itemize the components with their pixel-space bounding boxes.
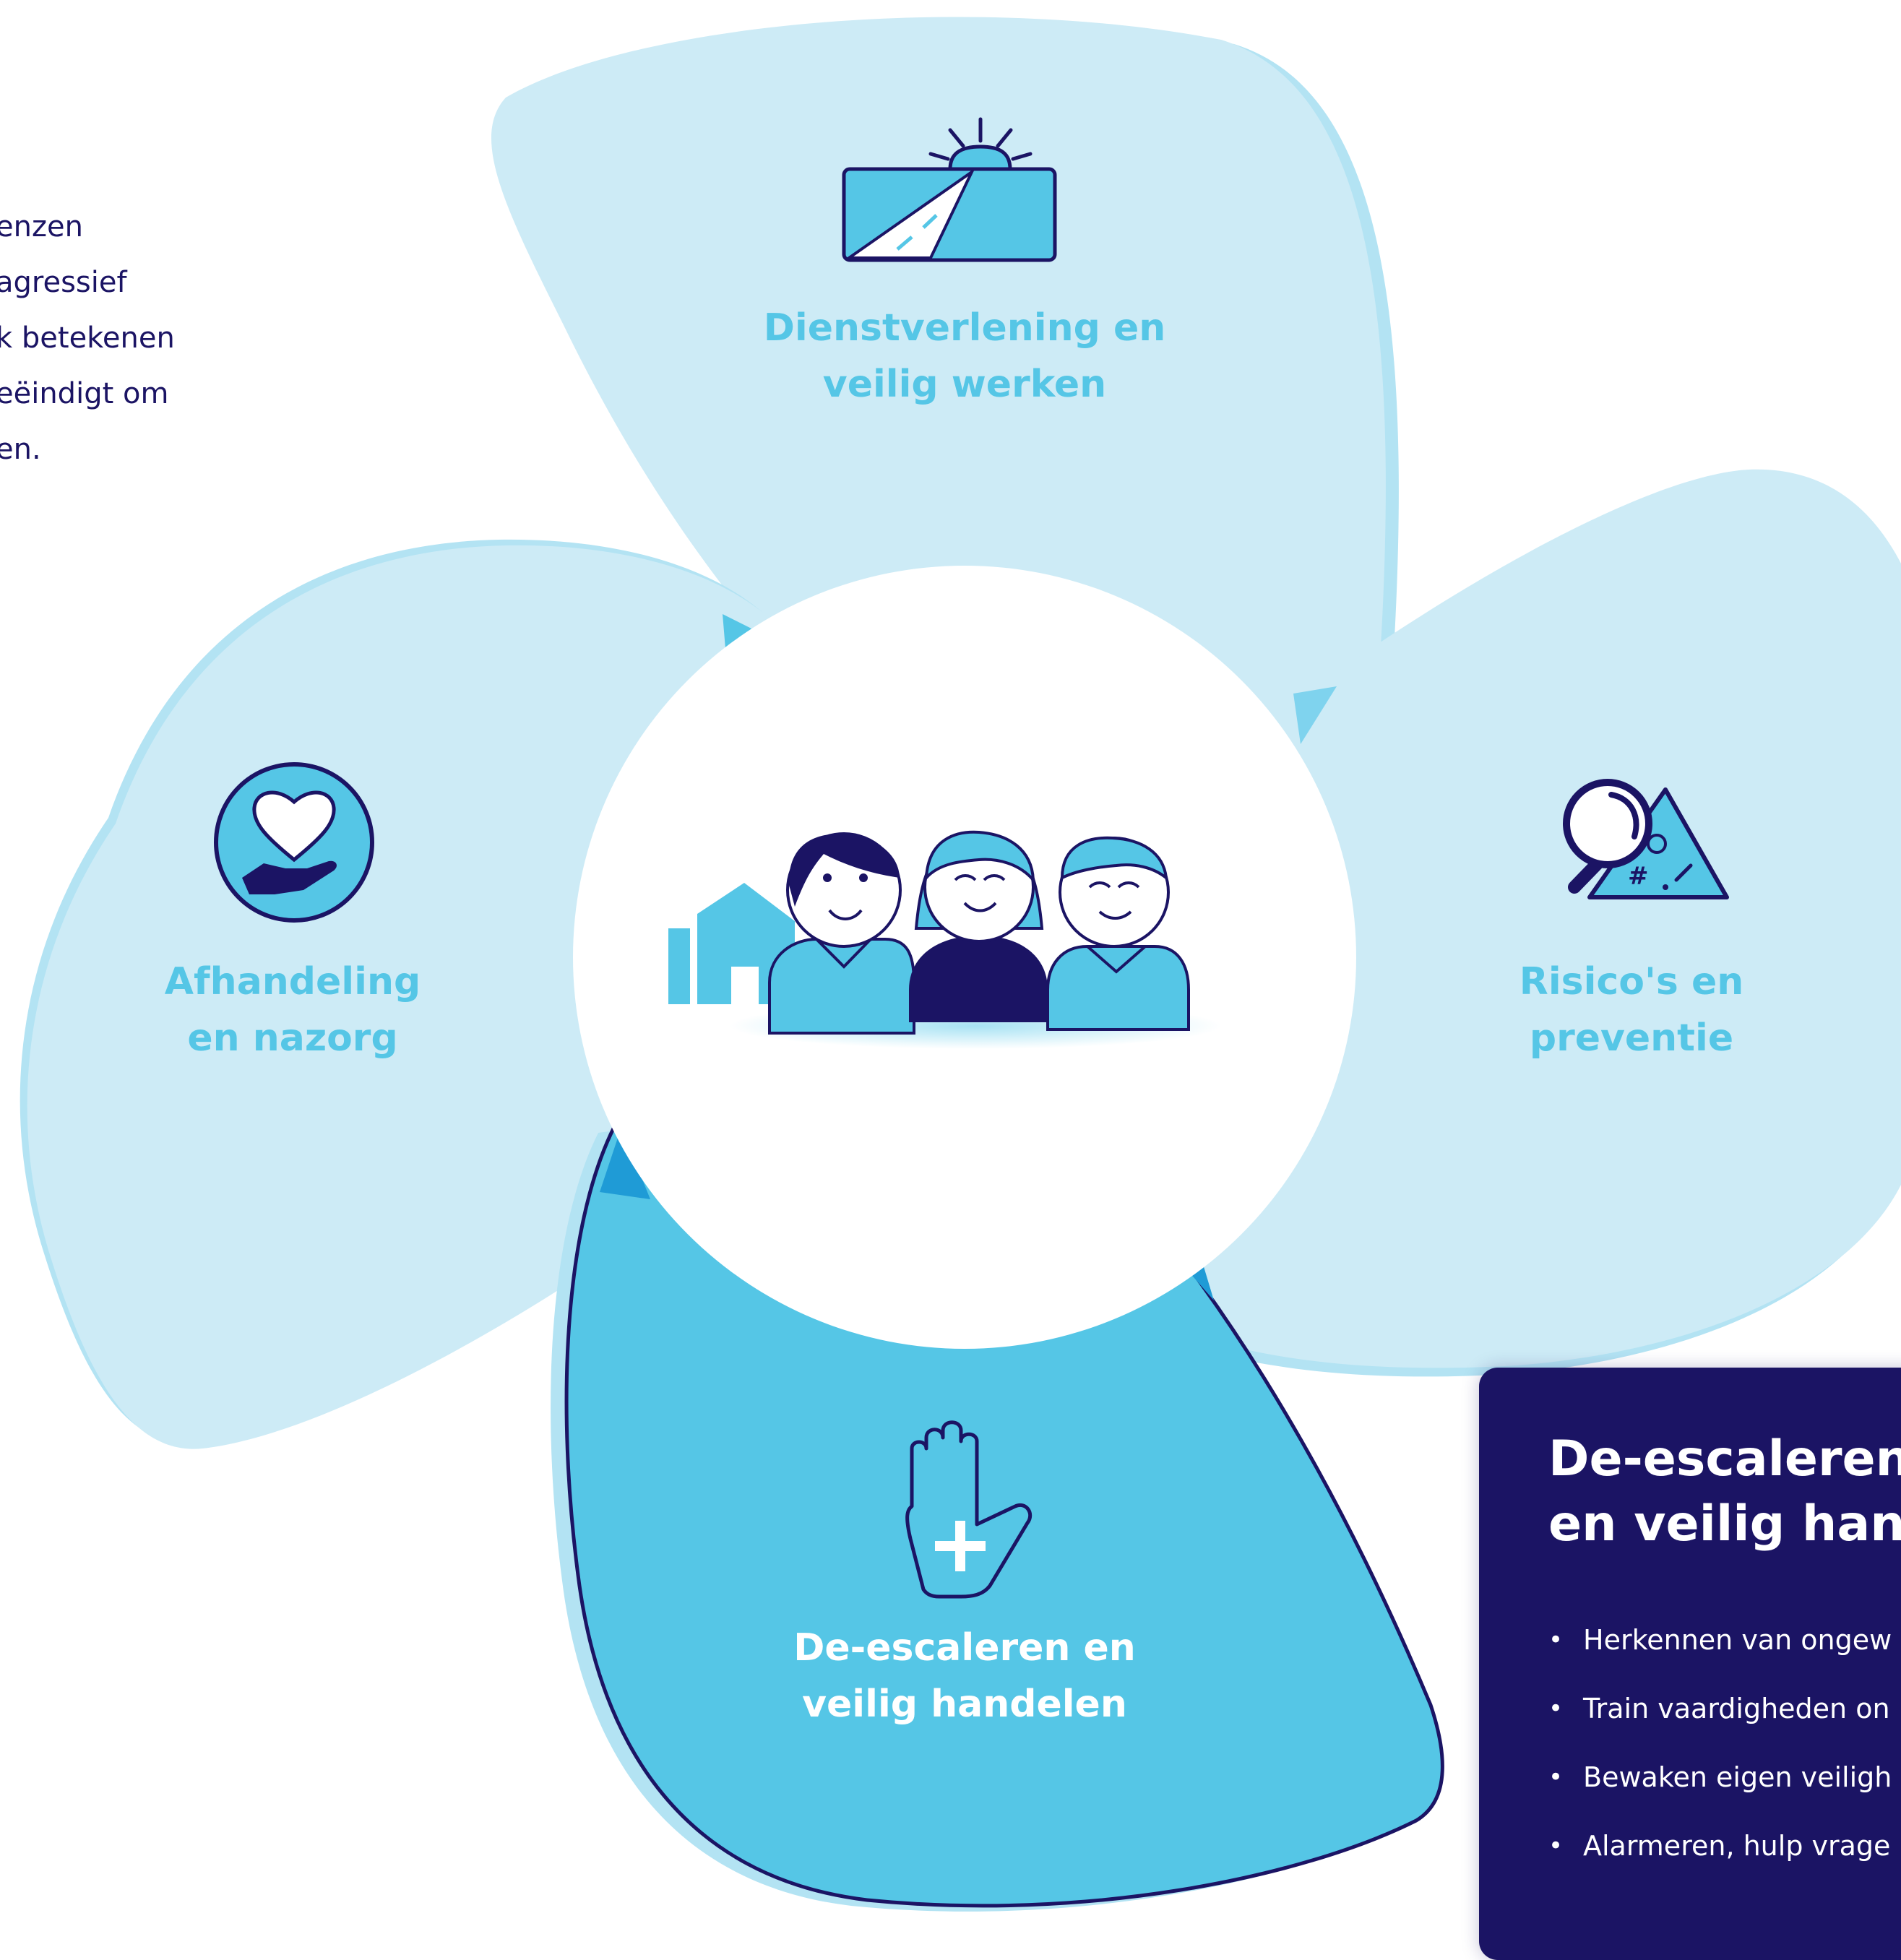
- petal-top-label-line: veilig werken: [822, 363, 1107, 406]
- stop-hand-plus-icon: [905, 1420, 1033, 1599]
- hand-heart-icon: [214, 762, 374, 923]
- detail-card-title-line: De-escaleren: [1548, 1430, 1901, 1488]
- detail-card-title-line: en veilig hand: [1548, 1495, 1901, 1553]
- bullet-icon: •: [1548, 1694, 1564, 1723]
- petal-left-label-line: Afhandeling: [164, 960, 421, 1003]
- list-item-text: Bewaken eigen veiligh: [1583, 1761, 1892, 1793]
- petal-left-label-line: en nazorg: [187, 1016, 398, 1060]
- petal-bottom-label-line: De-escaleren en: [793, 1626, 1136, 1670]
- intro-line: en.: [0, 433, 41, 466]
- intro-line: k betekenen: [0, 321, 175, 355]
- petal-bottom[interactable]: [551, 1110, 1444, 1912]
- magnifier-warning-triangle-icon: #: [1563, 779, 1729, 899]
- list-item-text: Herkennen van ongew: [1583, 1624, 1892, 1656]
- list-item-text: Train vaardigheden on: [1583, 1693, 1890, 1724]
- team-people-house-icon: [668, 830, 1221, 1049]
- list-item: • Bewaken eigen veiligh: [1548, 1743, 1892, 1812]
- intro-line: enzen: [0, 210, 83, 243]
- petal-top-label[interactable]: Dienstverlening en veilig werken: [764, 300, 1165, 413]
- detail-card: De-escaleren en veilig hand • Herkennen v…: [1479, 1368, 1901, 1960]
- intro-line: agressief: [0, 266, 127, 299]
- intro-line: eëindigt om: [0, 377, 169, 410]
- joint-accent: [600, 1127, 650, 1199]
- bullet-icon: •: [1548, 1831, 1564, 1860]
- bullet-icon: •: [1548, 1763, 1564, 1792]
- petal-bottom-label[interactable]: De-escaleren en veilig handelen: [793, 1620, 1136, 1732]
- petal-top-label-line: Dienstverlening en: [763, 306, 1166, 350]
- petal-right-label-line: preventie: [1529, 1016, 1734, 1060]
- petal-right-label[interactable]: Risico's en preventie: [1519, 954, 1743, 1066]
- petal-right-label-line: Risico's en: [1519, 960, 1744, 1003]
- petal-bottom-label-line: veilig handelen: [802, 1683, 1127, 1726]
- list-item-text: Alarmeren, hulp vrage: [1583, 1830, 1891, 1862]
- detail-card-list: • Herkennen van ongew • Train vaardigheden…: [1548, 1606, 1892, 1881]
- petal-left-label[interactable]: Afhandeling en nazorg: [165, 954, 421, 1066]
- list-item: • Herkennen van ongew: [1548, 1606, 1892, 1675]
- bullet-icon: •: [1548, 1626, 1564, 1654]
- list-item: • Alarmeren, hulp vrage: [1548, 1812, 1892, 1881]
- list-item: • Train vaardigheden on: [1548, 1675, 1892, 1743]
- road-sunrise-icon: [842, 117, 1057, 262]
- intro-paragraph: enzen agressief k betekenen eëindigt om …: [0, 199, 175, 478]
- detail-card-title: De-escaleren en veilig hand: [1548, 1427, 1901, 1557]
- svg-text:#: #: [1628, 862, 1649, 891]
- joint-accent: [1293, 686, 1337, 744]
